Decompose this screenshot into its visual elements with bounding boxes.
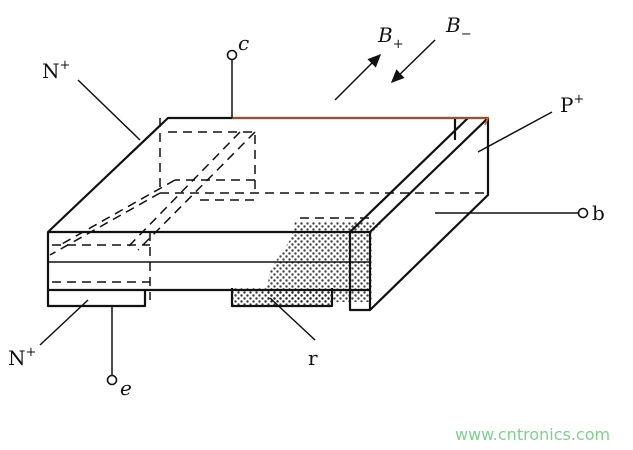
leader-n-bottom [39, 299, 89, 346]
label-b-plus-sub: + [393, 37, 404, 52]
label-e: e [120, 376, 132, 400]
label-b-minus-base: B [445, 13, 461, 37]
label-n-bottom-sup: + [26, 345, 37, 360]
terminal-e [106, 306, 118, 386]
terminal-b [435, 207, 589, 219]
label-b-minus-sub: − [461, 27, 472, 42]
label-p-base: P [560, 93, 573, 117]
label-p: P+ [560, 92, 584, 117]
label-n-bottom: N+ [8, 345, 36, 370]
label-n-bottom-base: N [8, 346, 26, 370]
hidden-edges [49, 118, 488, 300]
label-n-top-base: N [42, 59, 60, 83]
label-b-plus: B+ [377, 23, 404, 52]
watermark-text: www.cntronics.com [455, 425, 610, 444]
bottom-contacts [46, 288, 334, 308]
label-p-sup: + [573, 92, 584, 107]
label-b-plus-base: B [377, 23, 393, 47]
label-b: b [592, 201, 605, 225]
terminal-c [226, 49, 238, 118]
leader-n-top [77, 79, 141, 141]
device-body [46, 116, 490, 312]
label-c: c [238, 31, 249, 55]
label-n-top: N+ [42, 58, 70, 83]
leader-r [269, 297, 316, 341]
r-region [232, 222, 385, 306]
b-plus-arrow [334, 53, 382, 101]
b-minus-arrow [390, 39, 436, 84]
top-edge-highlight [232, 117, 490, 126]
label-n-top-sup: + [60, 58, 71, 73]
label-r: r [308, 346, 318, 370]
leader-p [477, 111, 553, 153]
label-b-minus: B− [445, 13, 472, 42]
